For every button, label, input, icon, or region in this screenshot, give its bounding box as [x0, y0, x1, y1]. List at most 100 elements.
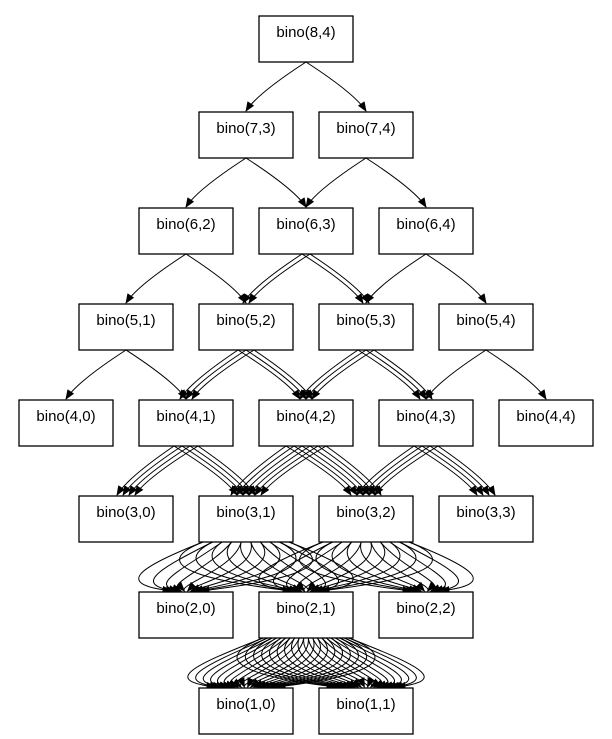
node-bino-3-3: bino(3,3) — [438, 495, 534, 543]
edge-arrow — [122, 445, 183, 496]
node-label: bino(6,3) — [276, 216, 335, 233]
edge-arrow — [309, 445, 370, 496]
edge-arrow — [315, 541, 416, 594]
node-label: bino(4,2) — [276, 408, 335, 425]
node-label: bino(5,3) — [336, 312, 395, 329]
node-label: bino(6,2) — [156, 216, 215, 233]
node-box — [378, 399, 474, 447]
node-label: bino(5,4) — [456, 312, 515, 329]
node-box — [198, 111, 294, 159]
edge-arrow — [272, 637, 368, 690]
edge-arrow — [253, 349, 313, 400]
node-bino-5-1: bino(5,1) — [78, 303, 174, 351]
node-bino-4-2: bino(4,2) — [258, 399, 354, 447]
edge-arrow — [373, 349, 433, 400]
node-bino-7-4: bino(7,4) — [318, 111, 414, 159]
node-bino-4-1: bino(4,1) — [138, 399, 234, 447]
node-label: bino(1,0) — [216, 696, 275, 713]
edge-arrow — [125, 349, 187, 400]
edge-arrow — [312, 637, 381, 688]
node-bino-3-1: bino(3,1) — [198, 495, 294, 543]
node-label: bino(8,4) — [276, 24, 335, 41]
edge-arrow — [286, 541, 343, 594]
node-bino-2-1: bino(2,1) — [258, 591, 354, 639]
edge-arrow — [179, 541, 293, 594]
edge-arrow — [195, 637, 268, 690]
node-bino-5-2: bino(5,2) — [198, 303, 294, 351]
node-bino-4-0: bino(4,0) — [18, 399, 114, 447]
node-label: bino(3,3) — [456, 504, 515, 521]
node-layer: bino(8,4) bino(7,3) bino(7,4) bino(6,2) bino… — [18, 15, 594, 735]
edge-arrow — [295, 541, 362, 592]
node-label: bino(3,1) — [216, 504, 275, 521]
node-box — [258, 591, 354, 639]
node-label: bino(7,4) — [336, 120, 395, 137]
edge-arrow — [276, 637, 353, 689]
edge-arrow — [344, 637, 417, 690]
edge-arrow — [196, 541, 297, 594]
node-label: bino(4,4) — [516, 408, 575, 425]
edge-arrow — [253, 637, 343, 690]
edge-arrow — [202, 637, 273, 690]
node-bino-1-0: bino(1,0) — [198, 687, 294, 735]
edge-arrow — [269, 637, 359, 690]
node-box — [78, 495, 174, 543]
node-label: bino(7,3) — [216, 120, 275, 137]
edge-arrow — [346, 541, 423, 592]
node-box — [198, 687, 294, 735]
edge-arrow — [237, 349, 301, 400]
node-label: bino(1,1) — [336, 696, 395, 713]
node-box — [378, 591, 474, 639]
edge-arrow — [284, 637, 356, 689]
edge-arrow — [331, 541, 419, 594]
edge-arrow — [248, 445, 311, 496]
edge-arrow — [166, 541, 223, 594]
node-bino-6-4: bino(6,4) — [378, 207, 474, 255]
node-label: bino(2,0) — [156, 600, 215, 617]
node-label: bino(4,1) — [156, 408, 215, 425]
edge-arrow — [299, 541, 413, 594]
node-box — [198, 495, 294, 543]
edge-arrow — [293, 445, 358, 496]
edge-arrow — [368, 445, 431, 496]
edge-arrow — [285, 445, 352, 496]
edge-arrow — [269, 637, 350, 690]
edge-arrow — [309, 253, 370, 304]
node-box — [18, 399, 114, 447]
node-bino-4-3: bino(4,3) — [378, 399, 474, 447]
edge-arrow — [303, 637, 365, 688]
edge-arrow — [485, 349, 547, 400]
edge-arrow — [245, 157, 307, 208]
edge-arrow — [250, 541, 317, 592]
edge-arrow — [242, 445, 303, 496]
edge-arrow — [360, 541, 426, 592]
edge-arrow — [260, 445, 327, 496]
node-label: bino(5,2) — [216, 312, 275, 329]
edge-arrow — [134, 445, 199, 496]
edge-arrow — [421, 445, 484, 496]
edge-arrow — [311, 349, 375, 400]
node-label: bino(5,1) — [96, 312, 155, 329]
edge-arrow — [230, 445, 287, 496]
edge-arrow — [236, 445, 295, 496]
node-box — [138, 207, 234, 255]
edge-arrow — [316, 541, 417, 594]
edge-arrow — [185, 157, 247, 208]
node-box — [318, 111, 414, 159]
edge-arrow — [365, 349, 427, 400]
edge-arrow — [128, 445, 191, 496]
edge-arrow — [348, 637, 425, 690]
node-label: bino(3,0) — [96, 504, 155, 521]
edge-arrow — [236, 637, 337, 690]
edge-arrow — [305, 61, 367, 112]
edge-arrow — [187, 637, 264, 690]
node-box — [258, 207, 354, 255]
edge-arrow — [138, 541, 204, 594]
node-bino-8-4: bino(8,4) — [258, 15, 354, 63]
edge-arrow — [374, 445, 439, 496]
edge-arrow — [116, 445, 175, 496]
edge-arrow — [425, 253, 487, 304]
edge-arrow — [307, 637, 375, 688]
edge-arrow — [152, 541, 213, 594]
